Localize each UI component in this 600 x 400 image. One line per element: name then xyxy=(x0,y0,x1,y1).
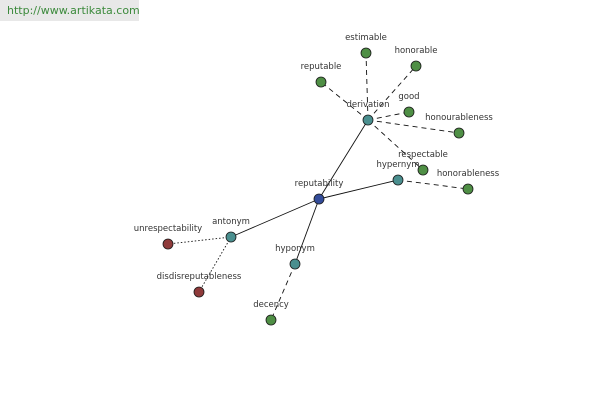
node-honorableness[interactable] xyxy=(462,183,474,195)
node-honourableness[interactable] xyxy=(453,127,465,139)
node-respectable[interactable] xyxy=(417,164,429,176)
edge-antonym-unrespectability xyxy=(167,236,232,245)
node-reputable[interactable] xyxy=(315,76,327,88)
node-label-estimable: estimable xyxy=(345,33,387,43)
node-hyponym[interactable] xyxy=(289,258,301,270)
node-decency[interactable] xyxy=(265,314,277,326)
node-label-antonym: antonym xyxy=(212,217,250,227)
edge-reputability-hypernym xyxy=(318,179,399,200)
edge-reputability-hyponym xyxy=(294,198,320,265)
edge-hypernym-honorableness xyxy=(397,179,469,190)
node-hypernym[interactable] xyxy=(392,174,404,186)
edge-derivation-reputable xyxy=(320,81,369,121)
node-label-hypernym: hypernym xyxy=(376,160,419,170)
node-honorable[interactable] xyxy=(410,60,422,72)
node-label-decency: decency xyxy=(253,300,289,310)
edge-antonym-disdisreputableness xyxy=(198,236,232,293)
node-label-good: good xyxy=(398,92,419,102)
edge-derivation-estimable xyxy=(365,52,369,121)
node-label-honorableness: honorableness xyxy=(437,169,500,179)
edge-derivation-respectable xyxy=(367,119,424,171)
node-unrespectability[interactable] xyxy=(162,238,174,250)
node-reputability[interactable] xyxy=(313,193,325,205)
edges-layer xyxy=(167,52,469,321)
node-estimable[interactable] xyxy=(360,47,372,59)
edge-hyponym-decency xyxy=(270,263,296,321)
edge-reputability-antonym xyxy=(230,198,320,238)
node-label-honourableness: honourableness xyxy=(425,113,493,123)
node-good[interactable] xyxy=(403,106,415,118)
node-disdisreputableness[interactable] xyxy=(193,286,205,298)
node-antonym[interactable] xyxy=(225,231,237,243)
node-label-derivation: derivation xyxy=(346,100,389,110)
node-label-reputability: reputability xyxy=(295,179,344,189)
node-label-hyponym: hyponym xyxy=(275,244,315,254)
edge-derivation-honourableness xyxy=(367,119,460,134)
node-label-reputable: reputable xyxy=(301,62,342,72)
node-label-unrespectability: unrespectability xyxy=(134,224,202,234)
node-label-respectable: respectable xyxy=(398,150,448,160)
labels-layer: reputability derivation hypernym antonym hyp… xyxy=(134,33,500,310)
node-label-honorable: honorable xyxy=(395,46,438,56)
site-banner: http://www.artikata.com xyxy=(0,0,140,21)
edge-reputability-derivation xyxy=(318,119,369,200)
edge-derivation-good xyxy=(367,111,410,121)
node-label-disdisreputableness: disdisreputableness xyxy=(157,272,242,282)
site-url-link[interactable]: http://www.artikata.com xyxy=(7,4,140,17)
edge-derivation-honorable xyxy=(367,65,417,121)
node-derivation[interactable] xyxy=(362,114,374,126)
nodes-layer xyxy=(162,47,474,326)
